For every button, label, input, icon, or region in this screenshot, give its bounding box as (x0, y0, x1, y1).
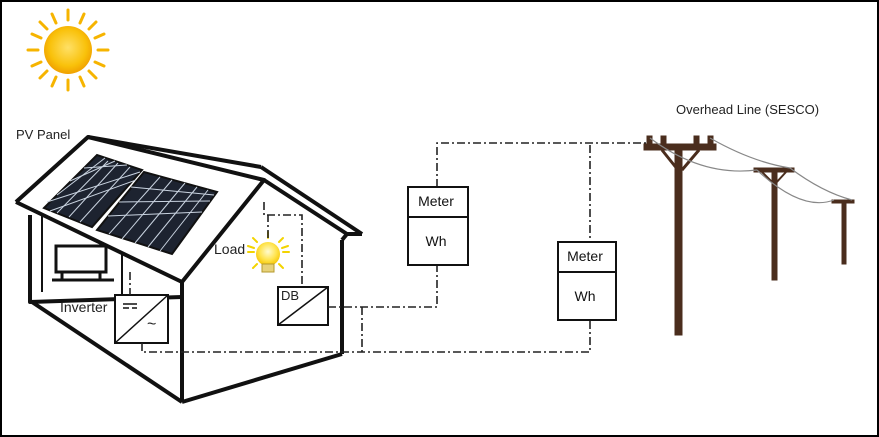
utility-pole-3 (831, 199, 855, 265)
meter-1-title: Meter (418, 193, 454, 209)
overhead-line (643, 135, 855, 336)
sun-icon (26, 8, 110, 92)
db-label: DB (281, 288, 300, 303)
utility-pole-1 (643, 135, 717, 336)
meter-2-title: Meter (567, 248, 603, 264)
pv-panel-left (42, 153, 144, 229)
overhead-line-label: Overhead Line (SESCO) (676, 102, 820, 117)
pv-panel-label: PV Panel (16, 127, 71, 142)
meter-1 (407, 186, 469, 266)
db-box (277, 286, 329, 326)
pv-panel-right (95, 170, 219, 256)
inverter-box (114, 294, 169, 344)
inverter-symbol: ~ (147, 316, 157, 333)
load-label: Load (214, 241, 246, 257)
meter-2 (557, 241, 617, 321)
house (14, 135, 364, 404)
meter-1-unit: Wh (425, 233, 447, 249)
meter-2-unit: Wh (574, 288, 596, 304)
utility-pole-2 (753, 167, 795, 281)
pv-panel-array (42, 153, 219, 282)
inverter-label: Inverter (60, 299, 108, 315)
